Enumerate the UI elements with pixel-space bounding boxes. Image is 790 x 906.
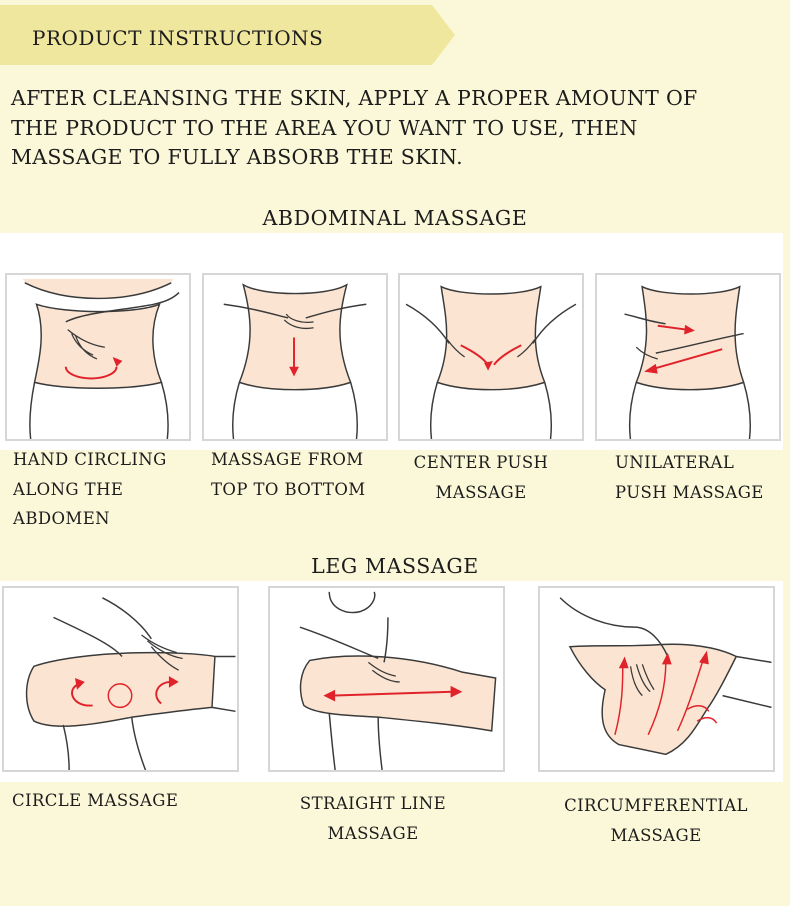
caption-line: MASSAGE bbox=[610, 825, 702, 845]
circle-massage-illustration bbox=[25, 597, 236, 770]
center-push-illustration bbox=[405, 285, 577, 439]
abdominal-step-3-illustration bbox=[398, 273, 584, 441]
caption-line: CIRCLE MASSAGE bbox=[12, 791, 179, 810]
intro-line: MASSAGE TO FULLY ABSORB THE SKIN. bbox=[11, 145, 463, 169]
caption-line: ALONG THE bbox=[13, 479, 124, 499]
caption-line: CIRCUMFERENTIAL bbox=[564, 796, 748, 815]
intro-line: THE PRODUCT TO THE AREA YOU WANT TO USE,… bbox=[11, 115, 638, 140]
caption-line: STRAIGHT LINE bbox=[299, 794, 447, 813]
caption-line: MASSAGE bbox=[435, 482, 527, 502]
abdominal-step-4-illustration bbox=[595, 273, 781, 441]
abdominal-step-4-caption: UNILATERAL PUSH MASSAGE bbox=[615, 448, 764, 507]
caption-line: PUSH MASSAGE bbox=[615, 482, 764, 502]
caption-line: HAND CIRCLING bbox=[13, 450, 167, 469]
caption-line: MASSAGE bbox=[327, 823, 419, 843]
leg-step-3-caption: CIRCUMFERENTIAL MASSAGE bbox=[550, 791, 762, 850]
page-title: PRODUCT INSTRUCTIONS bbox=[32, 26, 324, 50]
header-banner bbox=[0, 5, 455, 65]
leg-step-2-caption: STRAIGHT LINE MASSAGE bbox=[278, 789, 468, 848]
caption-line: ABDOMEN bbox=[13, 509, 110, 528]
unilateral-push-illustration bbox=[624, 285, 751, 439]
leg-step-2-illustration bbox=[268, 586, 505, 772]
leg-section-title: LEG MASSAGE bbox=[311, 554, 479, 578]
intro-text: AFTER CLEANSING THE SKIN, APPLY A PROPER… bbox=[11, 84, 781, 173]
abdominal-step-3-caption: CENTER PUSH MASSAGE bbox=[400, 448, 562, 507]
hand-circling-illustration bbox=[22, 278, 180, 439]
abdominal-step-2-caption: MASSAGE FROM TOP TO BOTTOM bbox=[211, 445, 366, 504]
leg-step-3-illustration bbox=[538, 586, 775, 772]
caption-line: TOP TO BOTTOM bbox=[211, 479, 366, 499]
abdominal-step-1-illustration bbox=[5, 273, 191, 441]
leg-step-1-illustration bbox=[2, 586, 239, 772]
caption-line: CENTER PUSH bbox=[413, 453, 549, 472]
caption-line: UNILATERAL bbox=[615, 453, 735, 472]
top-to-bottom-illustration bbox=[223, 283, 367, 439]
abdominal-step-1-caption: HAND CIRCLING ALONG THE ABDOMEN bbox=[13, 445, 167, 534]
intro-line: AFTER CLEANSING THE SKIN, APPLY A PROPER… bbox=[11, 86, 698, 110]
leg-step-1-caption: CIRCLE MASSAGE bbox=[12, 786, 178, 816]
abdominal-step-2-illustration bbox=[202, 273, 388, 441]
caption-line: MASSAGE FROM bbox=[211, 450, 364, 469]
circumferential-illustration bbox=[559, 597, 772, 756]
abdominal-section-title: ABDOMINAL MASSAGE bbox=[262, 206, 528, 230]
straight-line-illustration bbox=[299, 591, 497, 770]
